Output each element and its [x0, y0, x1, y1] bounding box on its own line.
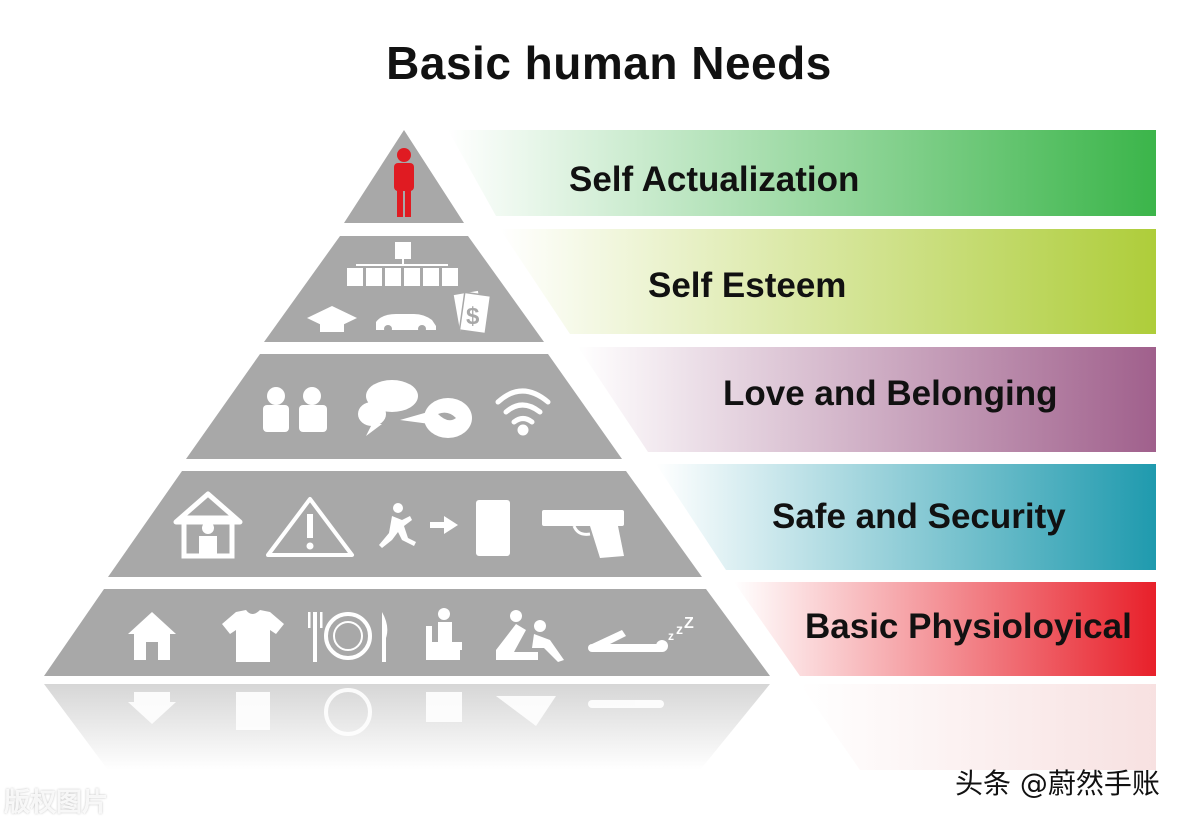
label-self-actualization: Self Actualization	[569, 160, 860, 199]
house-icon	[128, 612, 176, 660]
wifi-icon	[495, 388, 551, 436]
svg-text:z: z	[676, 621, 683, 637]
svg-text:Z: Z	[684, 615, 694, 632]
handgun-icon	[542, 510, 624, 558]
warning-icon	[266, 497, 354, 557]
tshirt-icon	[222, 610, 284, 662]
guard-house-icon	[173, 491, 243, 559]
label-self-esteem: Self Esteem	[648, 266, 847, 305]
reflection-icons	[128, 688, 664, 736]
graduation-cap-icon	[307, 306, 357, 332]
label-basic-physiological: Basic Physioloyical	[805, 607, 1132, 646]
bird-icon	[400, 398, 472, 438]
org-chart-icon	[347, 242, 458, 286]
toilet-icon	[426, 608, 462, 660]
band-reflection	[800, 684, 1156, 770]
svg-text:z: z	[668, 629, 674, 643]
watermark-right: 头条 @蔚然手账	[955, 767, 1160, 800]
sleep-icon: z z Z	[588, 615, 694, 652]
person-icon	[394, 148, 414, 217]
chat-bubbles-icon	[358, 380, 418, 436]
intimacy-icon	[496, 610, 564, 662]
money-icon: $	[452, 289, 492, 335]
watermark-left: 版权图片	[4, 788, 109, 818]
page-title: Basic human Needs	[386, 37, 832, 89]
label-safe-security: Safe and Security	[772, 497, 1066, 536]
band-love-belonging	[578, 347, 1156, 452]
pyramid-tier-5	[44, 589, 770, 676]
label-love-belonging: Love and Belonging	[723, 374, 1058, 413]
escape-icon	[379, 500, 510, 556]
band-basic-physiological	[734, 582, 1156, 676]
band-self-actualization	[448, 130, 1156, 216]
svg-text:$: $	[466, 303, 480, 330]
band-safe-security	[656, 464, 1156, 570]
couple-icon	[263, 387, 327, 432]
band-self-esteem	[500, 229, 1156, 334]
car-icon	[376, 314, 436, 333]
meal-icon	[308, 612, 388, 662]
